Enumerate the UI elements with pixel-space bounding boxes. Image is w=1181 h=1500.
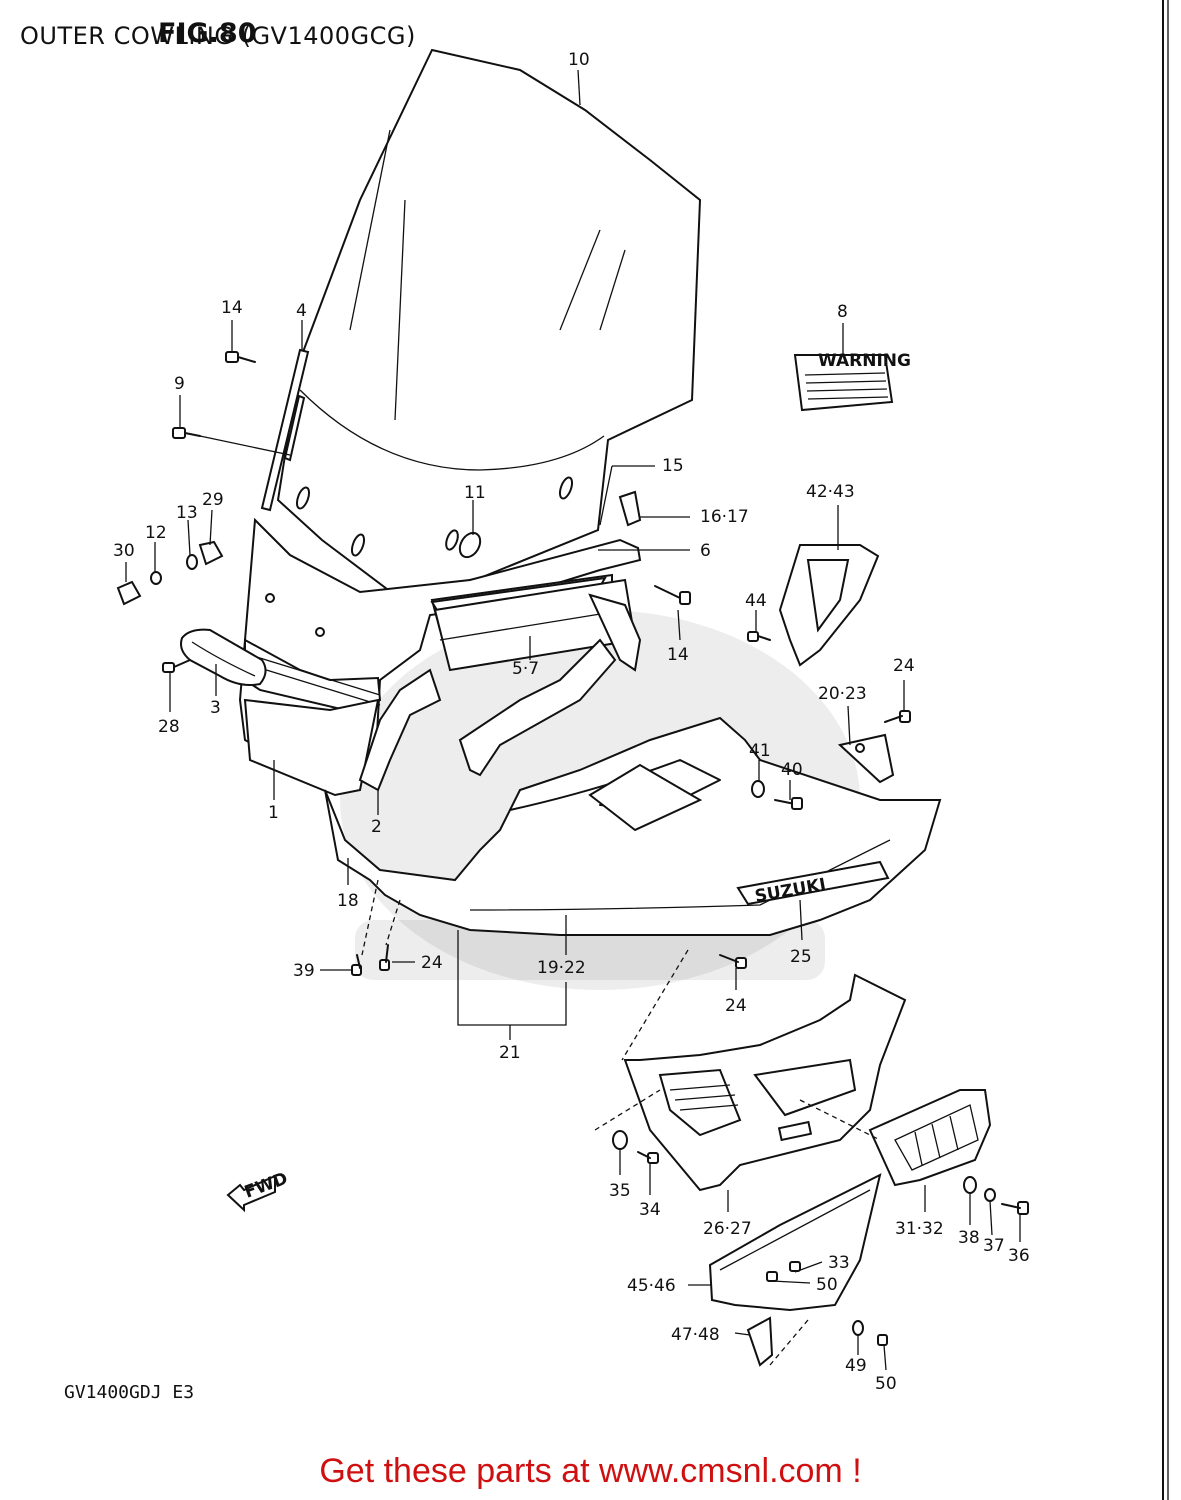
callout-50: 50 [816,1275,838,1295]
callout-35: 35 [609,1181,631,1201]
callout-20-23: 20·23 [818,684,867,704]
leader-lines [125,69,1021,1371]
side-bracket-cover [778,544,880,667]
callout-39: 39 [293,961,315,981]
footer-call-to-action[interactable]: Get these parts at www.cmsnl.com ! [319,1452,862,1490]
callout-13: 13 [176,503,198,523]
callout-42-43: 42·43 [806,482,855,502]
callout-24b: 24 [421,953,443,973]
callout-33: 33 [828,1253,850,1273]
callout-44: 44 [745,591,767,611]
callout-4: 4 [296,301,307,321]
callout-19-22: 19·22 [537,958,586,978]
callout-12: 12 [145,523,167,543]
callout-2: 2 [371,817,382,837]
callout-3: 3 [210,698,221,718]
callout-6: 6 [700,541,711,561]
callout-11: 11 [464,483,486,503]
callout-24c: 24 [725,996,747,1016]
callout-14b: 14 [667,645,689,665]
side-panel-2 [358,668,442,792]
callout-34: 34 [639,1200,661,1220]
grommet-11 [458,531,482,559]
callout-26-27: 26·27 [703,1219,752,1239]
page-edge-border [1162,0,1169,1500]
side-molding-strip [260,348,310,512]
callout-10: 10 [568,50,590,70]
callout-38: 38 [958,1228,980,1248]
callout-37: 37 [983,1236,1005,1256]
callout-40: 40 [781,760,803,780]
bracket-plate [837,733,895,784]
lower-mount-brackets [708,1173,882,1367]
callout-labels: 10 8 14 4 9 15 11 16·17 6 42·43 13 29 12… [113,50,1030,1394]
callout-31-32: 31·32 [895,1219,944,1239]
callout-8: 8 [837,302,848,322]
callout-45-46: 45·46 [627,1276,676,1296]
upper-trim-panels [430,573,637,672]
callout-16-17: 16·17 [700,507,749,527]
callout-1: 1 [268,803,279,823]
warning-label: WARNING [793,351,911,412]
callout-9: 9 [174,374,185,394]
page-title: OUTER COWLING (GV1400GCG) [20,22,416,50]
callout-21: 21 [499,1043,521,1063]
callout-18: 18 [337,891,359,911]
callout-5-7: 5·7 [512,659,539,679]
vent-grille [868,1089,992,1187]
brackets [458,593,642,777]
model-code: GV1400GDJ E3 [64,1382,195,1403]
callout-36: 36 [1008,1246,1030,1266]
cavalcade-emblem [180,628,267,686]
callout-24: 24 [893,656,915,676]
callout-49: 49 [845,1356,867,1376]
lower-side-cover [623,973,907,1192]
callout-28: 28 [158,717,180,737]
callout-41: 41 [749,741,771,761]
callout-25: 25 [790,947,812,967]
callout-47-48: 47·48 [671,1325,720,1345]
callout-30: 30 [113,541,135,561]
figure-number: FIG.80 [158,18,257,49]
callout-29: 29 [202,490,224,510]
callout-15: 15 [662,456,684,476]
fwd-label: FWD [242,1169,291,1203]
warning-label-text: WARNING [818,351,911,371]
callout-50b: 50 [875,1374,897,1394]
fwd-arrow-icon: FWD [226,1169,291,1213]
callout-14: 14 [221,298,243,318]
fasteners [116,351,1029,1346]
